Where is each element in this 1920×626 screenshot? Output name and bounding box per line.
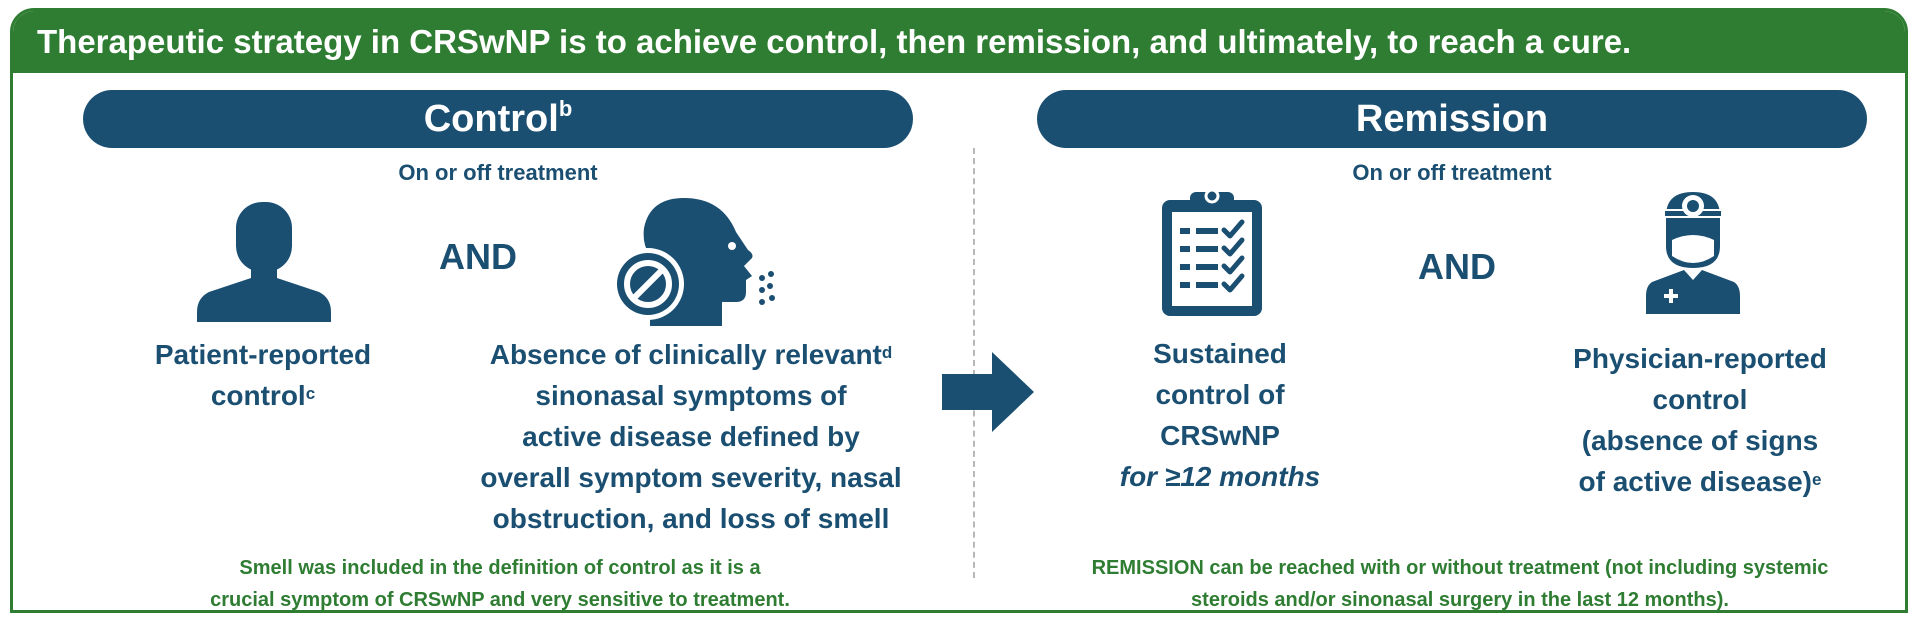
control-header: Controlb: [83, 90, 913, 148]
control-title-sup: b: [558, 96, 573, 121]
control-note: Smell was included in the definition of …: [210, 557, 790, 611]
section-divider: [973, 148, 975, 578]
control-and-label: AND: [439, 236, 517, 277]
control-title: Control: [423, 98, 559, 140]
absence-of-symptoms-label: Absence of clinically relevantd sinonasa…: [480, 339, 902, 534]
remission-header: Remission: [1037, 90, 1867, 148]
control-subtitle: On or off treatment: [398, 160, 598, 185]
patient-reported-control-label: Patient-reported controlc: [154, 339, 372, 411]
head-no-symptoms-icon: [612, 198, 775, 326]
remission-subtitle: On or off treatment: [1352, 160, 1552, 185]
remission-and-label: AND: [1418, 246, 1496, 287]
physician-reported-control-label: Physician-reported control (absence of s…: [1573, 343, 1827, 497]
sustained-control-label: Sustained control of CRSwNP for ≥12 mont…: [1119, 338, 1321, 492]
right-arrow-icon: [942, 352, 1034, 432]
remission-title: Remission: [1355, 98, 1549, 140]
physician-icon: [1646, 192, 1740, 314]
clipboard-checklist-icon: [1162, 188, 1262, 316]
person-silhouette-icon: [197, 202, 331, 322]
banner-title: Therapeutic strategy in CRSwNP is to ach…: [13, 11, 1905, 73]
remission-note: REMISSION can be reached with or without…: [1091, 557, 1829, 611]
